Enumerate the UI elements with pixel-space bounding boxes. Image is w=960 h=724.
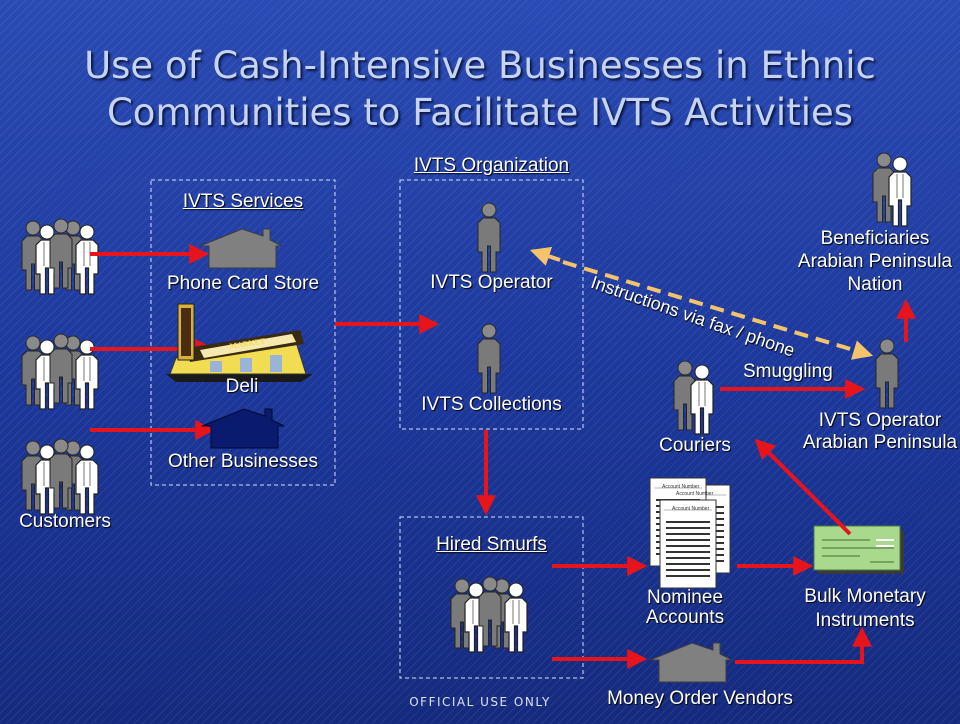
house-icon: [201, 408, 285, 449]
account-number-text: Account Number: [672, 506, 710, 512]
house-icon: [649, 642, 733, 683]
bulk-monetary-label-line2: Instruments: [815, 610, 915, 631]
account-number-text: Account Number: [676, 491, 714, 497]
account-number-text: Account Number: [662, 484, 700, 490]
check-icon: [813, 525, 904, 574]
ivts-collections-person-icon: [477, 323, 501, 394]
ivts-collections-label: IVTS Collections: [421, 394, 562, 415]
smuggling-label: Smuggling: [743, 361, 833, 382]
slide-title-line1: Use of Cash-Intensive Businesses in Ethn…: [84, 44, 876, 87]
ivts-operator-ap-region-label: Arabian Peninsula: [802, 432, 958, 453]
ivts-operator-label: IVTS Operator: [430, 272, 553, 293]
ivts-operator-ap-label: IVTS Operator: [818, 410, 942, 431]
deli-label: Deli: [225, 376, 259, 397]
nominee-accounts-label-line2: Accounts: [645, 607, 725, 628]
deli-building-icon: [166, 303, 313, 382]
customer-group-icon: [22, 439, 98, 514]
ivts-organization-label: IVTS Organization: [413, 155, 570, 176]
nominee-accounts-label: Nominee: [646, 587, 724, 608]
classification-footer: OFFICIAL USE ONLY: [409, 695, 551, 709]
beneficiaries-nation-label: Nation: [847, 274, 903, 295]
ivts-operator-person-icon: [477, 202, 501, 273]
couriers-label: Couriers: [659, 435, 731, 456]
smurf-group-icon: [451, 577, 527, 652]
arrow-instructions-to-ap-operator: [562, 260, 874, 360]
money-order-vendors-label: Money Order Vendors: [607, 688, 793, 709]
beneficiaries-region-label: Arabian Peninsula: [797, 251, 953, 272]
beneficiaries-label: Beneficiaries: [820, 228, 930, 249]
ivts-services-label: IVTS Services: [182, 191, 304, 212]
ivts-services-frame: [150, 179, 336, 486]
customers-label: Customers: [19, 511, 111, 532]
house-icon: [199, 228, 283, 269]
hired-smurfs-label: Hired Smurfs: [436, 534, 547, 555]
ivts-operator-ap-person-icon: [875, 338, 899, 409]
beneficiary-person-icon: [888, 156, 912, 227]
courier-person-icon: [690, 364, 714, 435]
phone-card-store-label: Phone Card Store: [166, 273, 320, 294]
slide-title-line2: Communities to Facilitate IVTS Activitie…: [106, 91, 854, 134]
arrow-instructions-to-ivts-operator: [529, 246, 561, 266]
ivts-organization-frame: [399, 179, 584, 430]
customer-group-icon: [22, 334, 98, 409]
other-businesses-label: Other Businesses: [168, 451, 318, 472]
hired-smurfs-frame: [399, 516, 584, 679]
arrow-money-order-to-bulk: [735, 626, 872, 664]
bulk-monetary-label: Bulk Monetary: [804, 586, 926, 607]
arrow-bulk-to-couriers: [754, 438, 852, 536]
customer-group-icon: [22, 219, 98, 294]
